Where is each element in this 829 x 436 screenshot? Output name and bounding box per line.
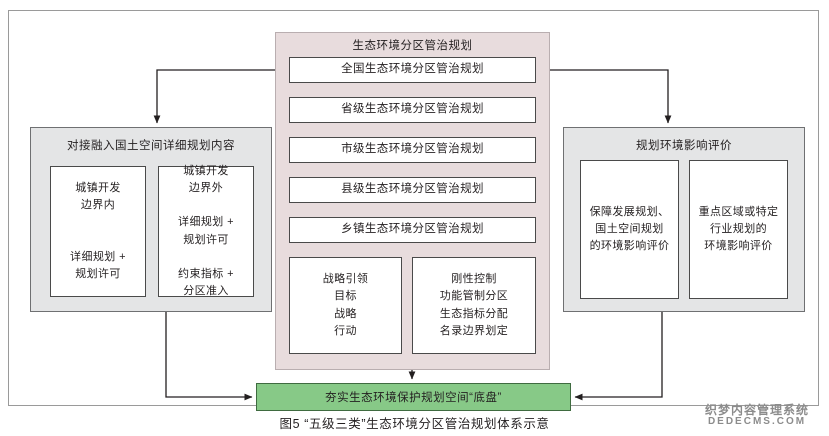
level-box-national[interactable]: 全国生态环境分区管治规划 (289, 57, 536, 83)
outside-urban-boundary-box[interactable]: 城镇开发 边界外 详细规划 + 规划许可 约束指标 + 分区准入 (158, 165, 254, 297)
key-region-industry-eia-box[interactable]: 重点区域或特定 行业规划的 环境影响评价 (689, 160, 788, 299)
strategy-guidance-box[interactable]: 战略引领 目标 战略 行动 (289, 257, 402, 354)
figure-caption: 图5 “五级三类”生态环境分区管治规划体系示意 (279, 417, 550, 431)
level-box-provincial[interactable]: 省级生态环境分区管治规划 (289, 97, 536, 123)
rigid-control-box[interactable]: 刚性控制 功能管制分区 生态指标分配 名录边界划定 (412, 257, 536, 354)
development-plan-eia-box[interactable]: 保障发展规划、 国土空间规划 的环境影响评价 (580, 160, 679, 299)
level-box-county[interactable]: 县级生态环境分区管治规划 (289, 177, 536, 203)
level-box-township[interactable]: 乡镇生态环境分区管治规划 (289, 217, 536, 243)
level-box-municipal[interactable]: 市级生态环境分区管治规划 (289, 137, 536, 163)
inside-urban-boundary-box[interactable]: 城镇开发 边界内 详细规划 + 规划许可 (50, 166, 146, 297)
watermark: 织梦内容管理系统 DEDECMS.COM (691, 404, 823, 434)
watermark-cn-text: 织梦内容管理系统 (704, 403, 809, 417)
right-panel-title: 规划环境影响评价 (636, 140, 732, 152)
outcome-bar[interactable]: 夯实生态环境保护规划空间“底盘” (256, 383, 571, 411)
figure-border (8, 10, 819, 406)
center-panel-title: 生态环境分区管治规划 (352, 40, 473, 52)
left-panel-title: 对接融入国土空间详细规划内容 (67, 140, 235, 152)
watermark-en-text: DEDECMS.COM (707, 415, 807, 427)
